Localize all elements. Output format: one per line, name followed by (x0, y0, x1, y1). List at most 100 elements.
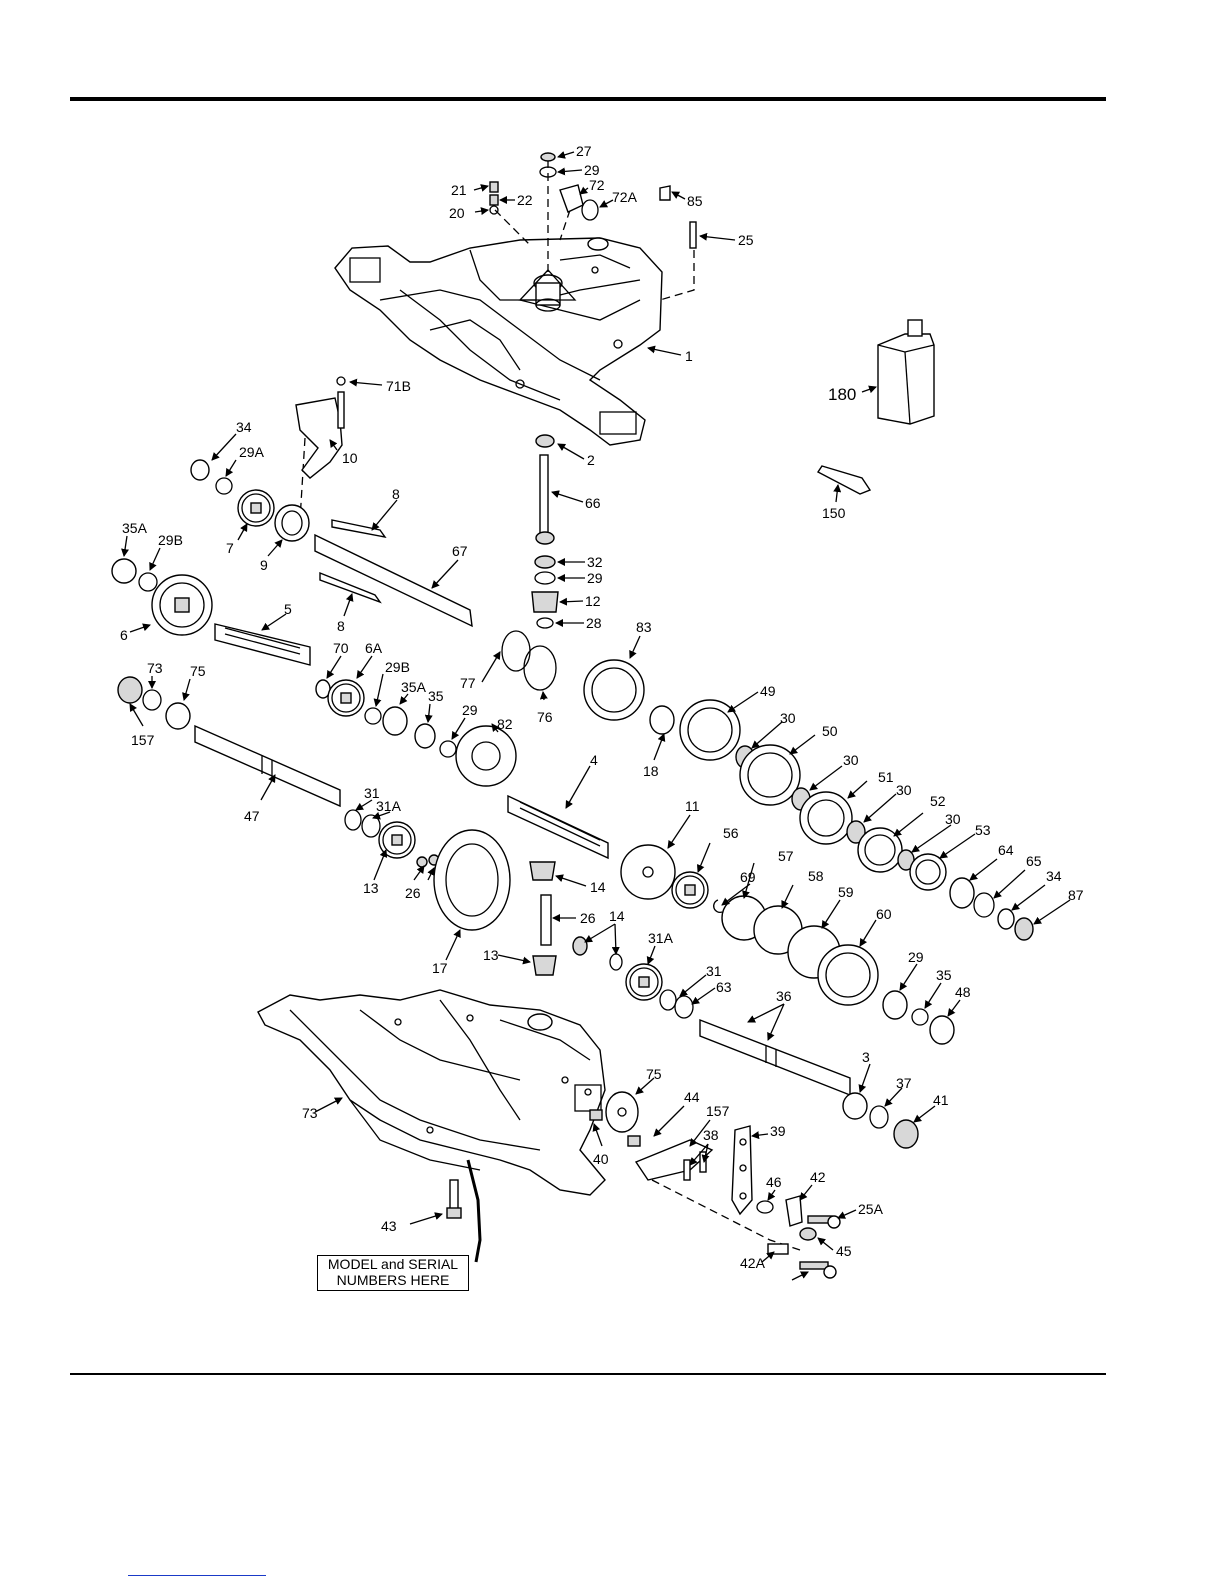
callout-label: 31 (364, 785, 380, 801)
callout-label: 42 (810, 1169, 826, 1185)
callout-label: 30 (843, 752, 859, 768)
callout-label: 150 (822, 505, 846, 521)
lower-housing (257, 989, 606, 1196)
callout-label: 3 (862, 1049, 870, 1065)
callout-label: 29A (239, 444, 265, 460)
callout-label: 27 (576, 143, 592, 159)
oil-bottle (877, 319, 935, 425)
callout-label: 29B (385, 659, 410, 675)
callout-label: 30 (896, 782, 912, 798)
callout-label: 30 (945, 811, 961, 827)
callout-label: 56 (723, 825, 739, 841)
callout-label: 72 (589, 177, 605, 193)
callout-label: 18 (643, 763, 659, 779)
callout-label: 13 (363, 880, 379, 896)
callout-label: 63 (716, 979, 732, 995)
callout-label: 29 (462, 702, 478, 718)
callout-label: 36 (776, 988, 792, 1004)
callout-label: 41 (933, 1092, 949, 1108)
callout-label: 53 (975, 822, 991, 838)
header-rule (70, 97, 1106, 101)
callout-label: 5 (284, 601, 292, 617)
callout-label: 50 (822, 723, 838, 739)
callout-label: 30 (780, 710, 796, 726)
callout-label: 31A (376, 798, 402, 814)
callout-label: 21 (451, 182, 467, 198)
callout-label: 157 (131, 732, 155, 748)
callout-label: 25A (858, 1201, 884, 1217)
callout-label: 65 (1026, 853, 1042, 869)
callout-label: 9 (260, 557, 268, 573)
callout-label: 77 (460, 675, 476, 691)
callout-label: 28 (586, 615, 602, 631)
callout-label: 17 (432, 960, 448, 976)
callout-label: 70 (333, 640, 349, 656)
callout-label: 34 (1046, 868, 1062, 884)
model-serial-note: MODEL and SERIAL NUMBERS HERE (317, 1255, 469, 1291)
upper-housing (334, 237, 663, 446)
callout-labels: 27 29 21 22 72 72A 85 20 25 1 180 71B 34… (120, 143, 1084, 1271)
callout-label: 25 (738, 232, 754, 248)
callout-label: 59 (838, 884, 854, 900)
callout-label: 43 (381, 1218, 397, 1234)
callout-label: 46 (766, 1174, 782, 1190)
callout-label: 47 (244, 808, 260, 824)
callout-label: 57 (778, 848, 794, 864)
callout-label: 29B (158, 532, 183, 548)
callout-label: 22 (517, 192, 533, 208)
callout-label: 66 (585, 495, 601, 511)
footer-rule (70, 1373, 1106, 1375)
callout-label: 82 (497, 716, 513, 732)
callout-label: 38 (703, 1127, 719, 1143)
callout-label: 14 (609, 908, 625, 924)
callout-label: 58 (808, 868, 824, 884)
callout-label: 29 (587, 570, 603, 586)
callout-label: 73 (147, 660, 163, 676)
callout-label: 42A (740, 1255, 766, 1271)
callout-label: 51 (878, 769, 894, 785)
model-note-line2: NUMBERS HERE (336, 1272, 450, 1288)
callout-label: 4 (590, 752, 598, 768)
callout-label: 49 (760, 683, 776, 699)
callout-label: 64 (998, 842, 1014, 858)
callout-label: 69 (740, 869, 756, 885)
callout-label: 72A (612, 189, 638, 205)
callout-label: 34 (236, 419, 252, 435)
callout-label: 8 (337, 618, 345, 634)
callout-label: 2 (587, 452, 595, 468)
callout-label: 26 (405, 885, 421, 901)
callout-label: 13 (483, 947, 499, 963)
callout-label: 31 (706, 963, 722, 979)
callout-label: 75 (646, 1066, 662, 1082)
callout-label: 76 (537, 709, 553, 725)
callout-arrows (121, 151, 1071, 1281)
callout-label: 85 (687, 193, 703, 209)
callout-label: 48 (955, 984, 971, 1000)
callout-label: 39 (770, 1123, 786, 1139)
callout-label: 32 (587, 554, 603, 570)
footer-link-underline[interactable] (128, 1575, 266, 1576)
callout-label: 75 (190, 663, 206, 679)
callout-label: 45 (836, 1243, 852, 1259)
callout-label: 71B (386, 378, 411, 394)
callout-label: 157 (706, 1103, 730, 1119)
callout-label: 11 (685, 798, 700, 814)
callout-label: 8 (392, 486, 400, 502)
callout-label: 12 (585, 593, 601, 609)
callout-label: 1 (685, 348, 693, 364)
callout-label: 83 (636, 619, 652, 635)
callout-label: 40 (593, 1151, 609, 1167)
callout-label: 37 (896, 1075, 912, 1091)
callout-label: 26 (580, 910, 596, 926)
callout-label: 35 (428, 688, 444, 704)
callout-label: 14 (590, 879, 606, 895)
callout-label: 35A (122, 520, 148, 536)
callout-label: 67 (452, 543, 468, 559)
callout-label: 6A (365, 640, 383, 656)
callout-label: 29 (908, 949, 924, 965)
callout-label: 10 (342, 450, 358, 466)
callout-label: 35A (401, 679, 427, 695)
callout-label: 73 (302, 1105, 318, 1121)
callout-label: 6 (120, 627, 128, 643)
callout-label: 52 (930, 793, 946, 809)
